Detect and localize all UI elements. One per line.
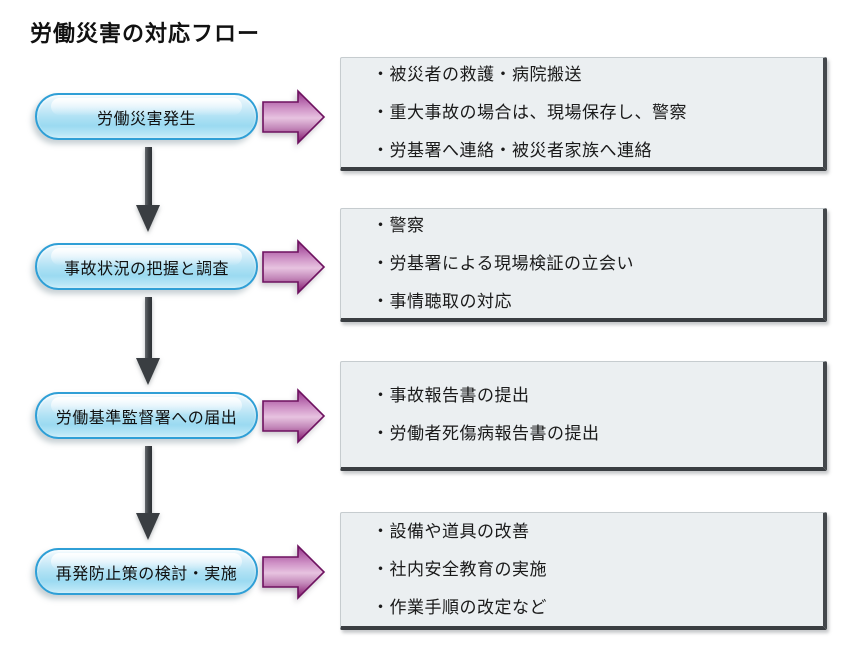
- flow-step-3-label: 労働基準監督署への届出: [55, 407, 238, 427]
- down-arrow-icon: [134, 297, 162, 385]
- page-title: 労働災害の対応フロー: [30, 22, 261, 47]
- right-arrow-icon: [262, 239, 326, 295]
- down-arrow-shaft: [144, 446, 152, 513]
- detail-item: ・労基署による現場検証の立会い: [372, 253, 634, 274]
- down-arrow-head: [136, 358, 160, 385]
- detail-item: ・労基署へ連絡・被災者家族へ連絡: [372, 140, 652, 161]
- right-arrow-icon: [262, 89, 326, 145]
- flow-step-4-label: 再発防止策の検討・実施: [55, 563, 238, 583]
- flow-step-3: 労働基準監督署への届出: [35, 392, 258, 439]
- detail-item: ・事情聴取の対応: [372, 291, 512, 312]
- detail-item: ・事故報告書の提出: [372, 385, 530, 406]
- down-arrow-shaft: [144, 297, 152, 358]
- detail-box-1: ・被災者の救護・病院搬送 ・重大事故の場合は、現場保存し、警察 ・労基署へ連絡・…: [340, 57, 827, 171]
- detail-item: ・警察: [372, 215, 425, 236]
- down-arrow-shaft: [144, 147, 152, 205]
- down-arrow-icon: [134, 147, 162, 232]
- detail-item: ・作業手順の改定など: [372, 597, 547, 618]
- flow-step-1: 労働災害発生: [35, 93, 258, 140]
- flow-step-2: 事故状況の把握と調査: [35, 243, 258, 290]
- detail-box-3: ・事故報告書の提出 ・労働者死傷病報告書の提出: [340, 361, 827, 471]
- detail-item: ・重大事故の場合は、現場保存し、警察: [372, 102, 687, 123]
- flow-step-4: 再発防止策の検討・実施: [35, 548, 258, 595]
- down-arrow-head: [136, 205, 160, 232]
- flow-step-2-label: 事故状況の把握と調査: [63, 258, 229, 278]
- detail-item: ・設備や道具の改善: [372, 521, 530, 542]
- right-arrow-icon: [262, 388, 326, 444]
- detail-box-2: ・警察 ・労基署による現場検証の立会い ・事情聴取の対応: [340, 208, 827, 322]
- flow-step-1-label: 労働災害発生: [96, 108, 196, 128]
- detail-box-4: ・設備や道具の改善 ・社内安全教育の実施 ・作業手順の改定など: [340, 512, 827, 630]
- detail-item: ・労働者死傷病報告書の提出: [372, 423, 600, 444]
- right-arrow-icon: [262, 544, 326, 600]
- detail-item: ・社内安全教育の実施: [372, 559, 547, 580]
- detail-item: ・被災者の救護・病院搬送: [372, 64, 582, 85]
- down-arrow-icon: [134, 446, 162, 540]
- down-arrow-head: [136, 513, 160, 540]
